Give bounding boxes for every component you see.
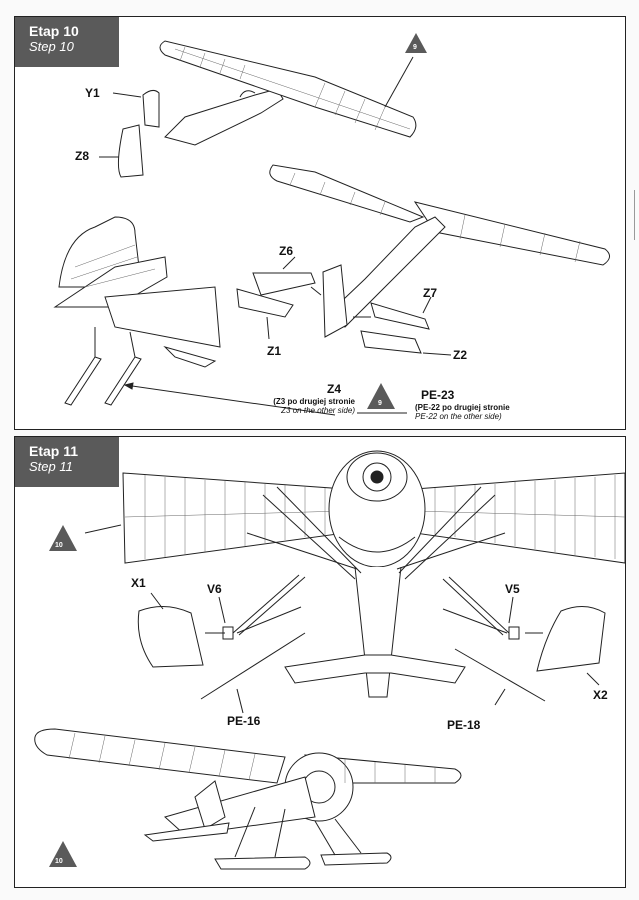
binding-mark xyxy=(634,190,639,240)
label-x1: X1 xyxy=(131,576,146,590)
z4-note-pl: (Z3 po drugiej stronie xyxy=(273,397,355,406)
label-z2: Z2 xyxy=(453,348,468,362)
part-x1-shape xyxy=(137,606,204,668)
badge-mid-number: 9 xyxy=(378,400,382,407)
step-10-badge-top xyxy=(405,33,427,53)
pe23-note-en: PE-22 on the other side) xyxy=(415,412,502,421)
part-z8-shape xyxy=(117,124,144,178)
step-11-badge-bottom xyxy=(49,841,77,867)
label-pe16: PE-16 xyxy=(227,714,261,728)
label-z6: Z6 xyxy=(279,244,294,258)
part-x2-shape xyxy=(536,606,606,672)
label-pe23: PE-23 xyxy=(421,388,455,402)
pe23-note-pl: (PE-22 po drugiej stronie xyxy=(415,403,510,412)
label-z4: Z4 xyxy=(327,382,342,396)
pe23-note: (PE-22 po drugiej stronie PE-22 on the o… xyxy=(415,403,535,421)
label-z1: Z1 xyxy=(267,344,282,358)
label-z8: Z8 xyxy=(75,149,90,163)
z4-note: (Z3 po drugiej stronie Z3 on the other s… xyxy=(255,397,355,415)
label-pe18: PE-18 xyxy=(447,718,481,732)
step-11-badge-left xyxy=(49,525,77,551)
step-11-subtitle: Step 11 xyxy=(29,459,73,474)
part-y1-shape xyxy=(142,89,160,128)
step-10-title: Etap 10 xyxy=(29,23,79,39)
badge-left-number: 10 xyxy=(55,542,63,549)
step-10-subtitle: Step 10 xyxy=(29,39,74,54)
step-10-header: Etap 10 Step 10 xyxy=(15,17,119,67)
step-10-badge-mid xyxy=(367,383,395,409)
z4-note-en: Z3 on the other side) xyxy=(281,406,355,415)
tail-closeup xyxy=(53,216,221,368)
label-x2: X2 xyxy=(593,688,608,702)
part-v6-strut xyxy=(222,574,306,640)
step-11-header: Etap 11 Step 11 xyxy=(15,437,119,487)
label-v5: V5 xyxy=(505,582,520,596)
step-11-drawing xyxy=(34,450,626,870)
part-pe18-wire xyxy=(454,648,546,702)
badge-bottom-number: 10 xyxy=(55,858,63,865)
label-v6: V6 xyxy=(207,582,222,596)
part-z2-shape xyxy=(360,330,422,354)
aircraft-bottom-view xyxy=(269,164,610,328)
fin-shape xyxy=(322,264,348,338)
step-10-drawing xyxy=(53,33,610,416)
part-z1-shape xyxy=(236,288,294,318)
part-z6-shape xyxy=(252,272,316,296)
aircraft-top-view xyxy=(159,40,417,146)
label-z7: Z7 xyxy=(423,286,438,300)
aircraft-front-view xyxy=(122,450,626,698)
badge-top-number: 9 xyxy=(413,44,417,51)
part-pe16-wire xyxy=(200,632,306,700)
part-z7-shape xyxy=(370,302,430,330)
step-10-panel: Etap 10 Step 10 xyxy=(14,16,626,430)
aircraft-side-view xyxy=(34,728,462,870)
step-11-title: Etap 11 xyxy=(29,443,79,459)
part-v5-strut xyxy=(442,576,520,640)
step-11-panel: Etap 11 Step 11 xyxy=(14,436,626,888)
label-y1: Y1 xyxy=(85,86,100,100)
